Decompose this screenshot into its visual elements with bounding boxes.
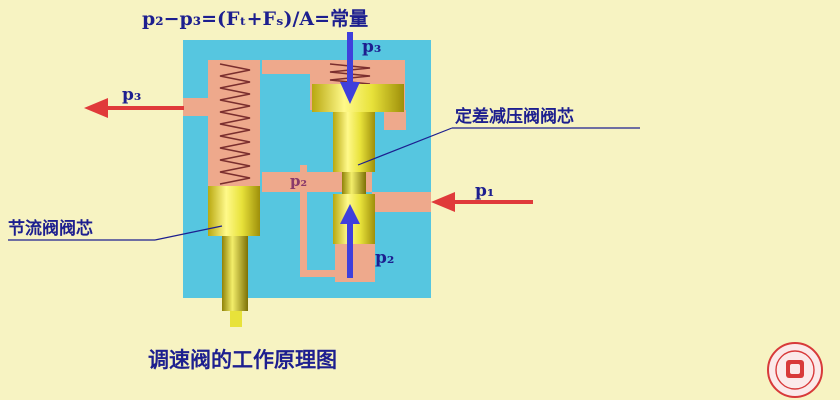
throttle-spring: [219, 63, 251, 185]
university-seal-logo: [767, 342, 823, 398]
label-throttle-valve-core: 节流阀阀芯: [8, 218, 93, 239]
flow-arrows-red: [84, 98, 533, 212]
label-p3-left: p₃: [122, 85, 141, 105]
p1-inflow-arrow-head: [431, 192, 455, 212]
reducing-spool-neck: [342, 172, 366, 194]
label-p2-bottom: p₂: [375, 248, 394, 268]
p2-sensing-channel-bottom: [300, 270, 340, 277]
p2-sensing-channel: [300, 165, 307, 275]
throttle-valve-leader-line: [154, 225, 223, 241]
throttle-spool-head: [208, 186, 260, 236]
label-p2-middle: p₂: [290, 172, 307, 190]
p3-down-arrow-head: [340, 82, 360, 104]
reducing-spool-head: [312, 84, 404, 112]
p1-inlet-port: [372, 192, 431, 212]
p3-down-arrow-shaft: [347, 32, 353, 84]
p1-inflow-arrow-shaft: [455, 200, 533, 204]
p2-up-arrow-head: [340, 204, 360, 224]
diagram-title: 调速阀的工作原理图: [148, 348, 337, 372]
pressure-formula: p₂−p₃=(Fₜ+Fₛ)/A=常量: [142, 7, 368, 30]
p3-outlet-port: [183, 98, 208, 116]
label-p3-top: p₃: [362, 37, 381, 57]
diff-valve-leader-line: [357, 127, 453, 166]
throttle-spool-tip: [230, 311, 242, 327]
pressure-arrows-blue: [340, 32, 360, 278]
reducing-spool-upper-body: [333, 112, 375, 172]
throttle-spring-chamber: [208, 60, 260, 190]
throttle-spool-stem: [222, 236, 248, 311]
p3-outflow-arrow-shaft: [108, 106, 184, 110]
p2-up-arrow-shaft: [347, 220, 353, 278]
side-passage: [384, 110, 406, 130]
label-diff-pressure-valve-core: 定差减压阀阀芯: [455, 106, 574, 127]
label-p1-right: p₁: [475, 181, 494, 201]
p3-outflow-arrow-head: [84, 98, 108, 118]
